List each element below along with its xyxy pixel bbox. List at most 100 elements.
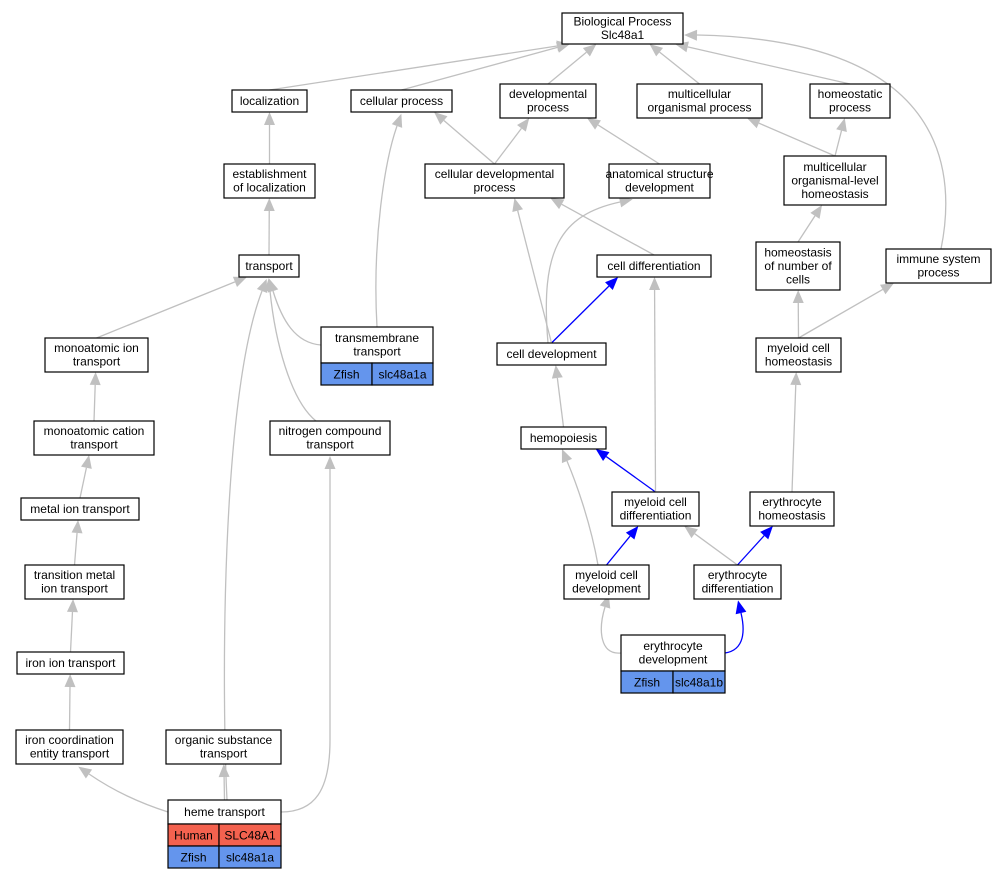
edge-myeloid_diff-to-hemopoiesis <box>595 449 656 493</box>
edge-arrowhead <box>434 112 448 125</box>
term-label-line: transport <box>306 438 354 452</box>
term-label-line: ion transport <box>41 582 108 596</box>
term-label-line: differentiation <box>620 509 692 523</box>
term-box <box>563 564 650 600</box>
edge-myeloid_dev-to-myeloid_diff <box>605 526 639 566</box>
edge-arrowhead <box>89 372 101 386</box>
edge-cell_dev_proc-to-dev_process <box>493 118 530 165</box>
term-label-line: multicellular <box>803 160 866 174</box>
term-box <box>596 254 712 278</box>
term-node-localization[interactable]: localization <box>231 89 308 113</box>
edge-myeloid_dev-to-hemopoiesis <box>561 449 599 566</box>
edge-line <box>737 535 765 566</box>
edge-nitrogen-to-transport <box>264 278 317 422</box>
term-node-cell-diff[interactable]: cell differentiation <box>596 254 712 278</box>
term-label-line: homeostasis <box>758 509 825 523</box>
term-box <box>424 163 565 199</box>
term-label-line: myeloid cell <box>624 495 687 509</box>
term-node-iron-ion[interactable]: iron ion transport <box>16 651 125 675</box>
edge-line <box>834 130 843 157</box>
term-label-line: erythrocyte <box>762 495 822 509</box>
term-node-hemopoiesis[interactable]: hemopoiesis <box>520 426 607 450</box>
edge-multi_org-to-bp <box>649 44 700 85</box>
edge-line <box>791 384 797 493</box>
edge-transmembrane-to-cellular_process <box>375 113 403 328</box>
term-node-metal-ion[interactable]: metal ion transport <box>20 497 140 521</box>
edge-anat_dev-to-dev_process <box>587 118 660 165</box>
edge-arrowhead <box>81 455 92 469</box>
edge-metal_ion-to-mono_cation <box>79 455 92 499</box>
term-label-line: cell differentiation <box>607 259 700 273</box>
edge-line <box>93 384 96 422</box>
edge-line <box>375 125 398 328</box>
term-node-cellular-process[interactable]: cellular process <box>350 89 453 113</box>
edge-iron_coord-to-iron_ion <box>64 674 76 731</box>
term-label-line: cell development <box>506 347 597 361</box>
term-label-line: organismal process <box>647 101 751 115</box>
edge-line <box>566 460 599 566</box>
edge-transport-to-est_loc <box>263 198 275 256</box>
edge-line <box>561 203 655 256</box>
edge-org_homeo-to-homeostatic <box>834 118 847 157</box>
term-box <box>24 564 125 600</box>
term-label-line: cellular developmental <box>435 167 554 181</box>
term-box <box>33 420 155 456</box>
edge-arrowhead <box>684 29 698 41</box>
term-label-line: organic substance <box>175 733 273 747</box>
edge-line <box>696 34 947 250</box>
edge-line <box>269 290 317 422</box>
edge-arrowhead <box>71 520 83 534</box>
term-box <box>693 564 782 600</box>
edge-line <box>96 281 236 339</box>
term-node-cell-development[interactable]: cell development <box>496 342 607 366</box>
edge-arrowhead <box>218 764 230 778</box>
edge-line <box>694 533 738 566</box>
term-label-line: Slc48a1 <box>601 28 645 42</box>
edge-line <box>73 532 78 566</box>
edge-cell_development-to-cell_dev_proc <box>512 198 553 344</box>
term-label-line: homeostatic <box>818 87 883 101</box>
term-box <box>636 83 763 119</box>
term-box <box>320 326 434 364</box>
edge-arrowhead <box>746 118 762 129</box>
term-box <box>20 497 140 521</box>
edge-arrowhead <box>836 118 847 132</box>
term-label-line: transport <box>73 355 121 369</box>
term-node-transport[interactable]: transport <box>238 254 300 278</box>
edge-trans_metal-to-metal_ion <box>71 520 83 566</box>
edge-arrowhead <box>625 526 639 540</box>
edge-est_loc-to-localization <box>264 112 275 164</box>
edge-arrowhead <box>879 283 894 295</box>
edge-arrowhead <box>324 456 336 469</box>
edge-line <box>547 51 587 85</box>
term-label-line: establishment <box>232 167 307 181</box>
term-label-line: homeostasis <box>764 245 831 259</box>
edge-line <box>556 377 565 428</box>
edge-arrowhead <box>561 449 573 464</box>
term-box <box>608 163 711 199</box>
